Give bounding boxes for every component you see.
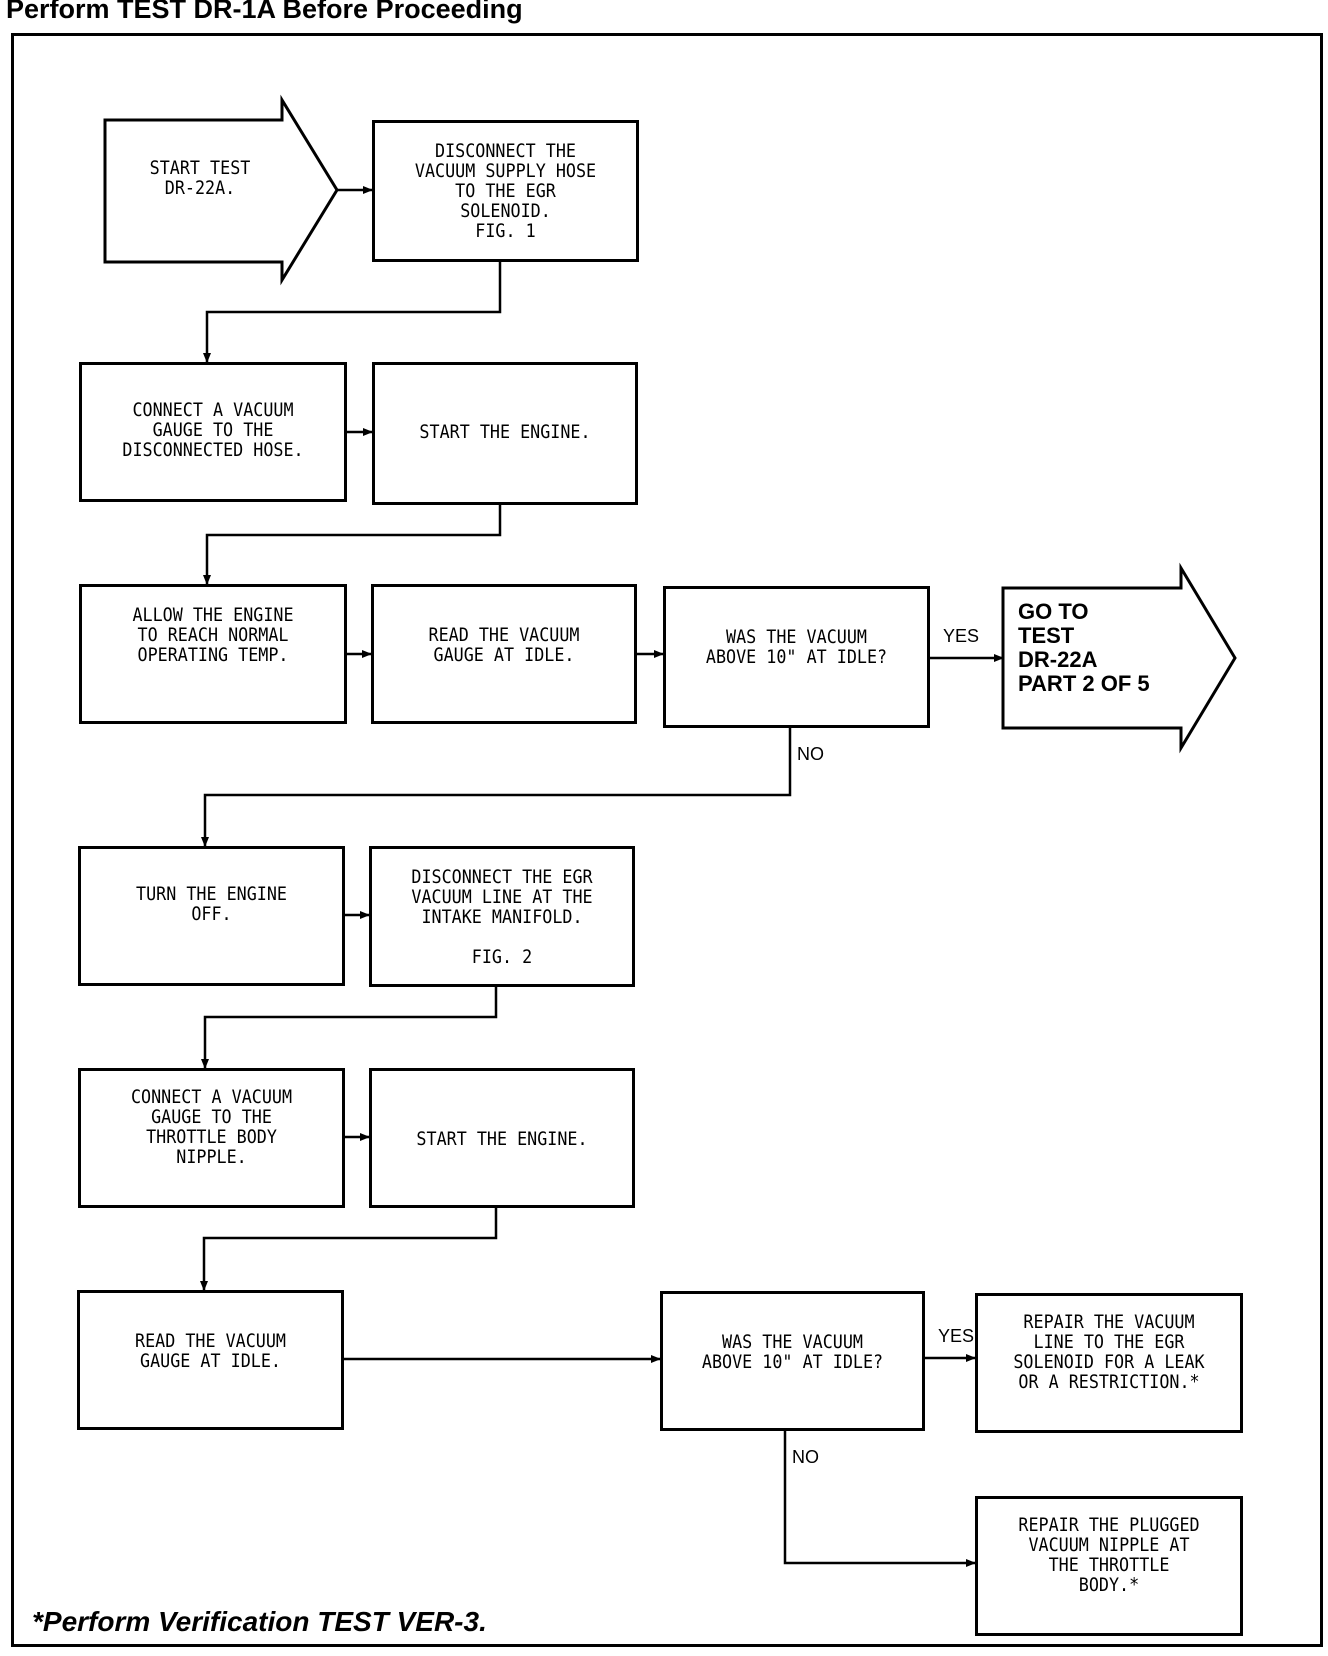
header-note: Perform TEST DR-1A Before Proceeding [6,0,523,24]
step-read-gauge-2: READ THE VACUUM GAUGE AT IDLE. [77,1290,344,1430]
footer-note: *Perform Verification TEST VER-3. [32,1606,487,1637]
step-text: DISCONNECT THE EGR VACUUM LINE AT THE IN… [411,866,593,968]
step-text: CONNECT A VACUUM GAUGE TO THE DISCONNECT… [122,399,304,461]
decision-text: WAS THE VACUUM ABOVE 10" AT IDLE? [701,1331,884,1373]
connector-disconnect-to-gauge [203,262,502,363]
start-arrow-shape [103,94,339,286]
connector-start1-to-warmup [203,505,502,585]
branch-no-2: NO [792,1447,819,1467]
step-start-engine-1: START THE ENGINE. [372,362,638,505]
branch-no-1: NO [797,744,824,764]
step-repair-line: REPAIR THE VACUUM LINE TO THE EGR SOLENO… [975,1293,1243,1433]
branch-yes-2: YES [938,1326,975,1346]
step-text: REPAIR THE PLUGGED VACUUM NIPPLE AT THE … [1018,1514,1200,1596]
step-connect-gauge-hose: CONNECT A VACUUM GAUGE TO THE DISCONNECT… [79,362,347,502]
go-to-test-label: GO TO TEST DR-22A PART 2 OF 5 [1018,599,1150,696]
diagram-frame [11,33,1323,1647]
start-test-label: START TEST DR-22A. [149,157,251,199]
step-text: TURN THE ENGINE OFF. [135,883,288,925]
step-text: READ THE VACUUM GAUGE AT IDLE. [134,1330,287,1372]
step-read-gauge-1: READ THE VACUUM GAUGE AT IDLE. [371,584,637,724]
step-start-engine-2: START THE ENGINE. [369,1068,635,1208]
connector-disconnect-egr-to-gauge2 [201,987,498,1069]
step-text: START THE ENGINE. [419,421,591,443]
step-text: READ THE VACUUM GAUGE AT IDLE. [428,624,580,666]
step-text: START THE ENGINE. [416,1128,588,1150]
connector-start2-to-read2 [200,1208,498,1291]
step-text: ALLOW THE ENGINE TO REACH NORMAL OPERATI… [132,604,294,666]
step-text: DISCONNECT THE VACUUM SUPPLY HOSE TO THE… [414,140,597,242]
decision-vacuum-1: WAS THE VACUUM ABOVE 10" AT IDLE? [663,586,930,728]
step-text: REPAIR THE VACUUM LINE TO THE EGR SOLENO… [1013,1311,1205,1393]
step-connect-gauge-nipple: CONNECT A VACUUM GAUGE TO THE THROTTLE B… [78,1068,345,1208]
step-text: CONNECT A VACUUM GAUGE TO THE THROTTLE B… [130,1086,293,1168]
connector-decision1-no [201,728,792,847]
connector-decision2-no [783,1431,976,1567]
go-to-arrow-shape [1001,562,1237,754]
decision-vacuum-2: WAS THE VACUUM ABOVE 10" AT IDLE? [660,1291,925,1431]
branch-yes-1: YES [943,626,980,646]
decision-text: WAS THE VACUUM ABOVE 10" AT IDLE? [705,626,888,668]
step-disconnect-egr-line: DISCONNECT THE EGR VACUUM LINE AT THE IN… [369,846,635,987]
step-turn-engine-off: TURN THE ENGINE OFF. [78,846,345,986]
step-allow-warmup: ALLOW THE ENGINE TO REACH NORMAL OPERATI… [79,584,347,724]
step-repair-nipple: REPAIR THE PLUGGED VACUUM NIPPLE AT THE … [975,1496,1243,1636]
step-disconnect-supply-hose: DISCONNECT THE VACUUM SUPPLY HOSE TO THE… [372,120,639,262]
